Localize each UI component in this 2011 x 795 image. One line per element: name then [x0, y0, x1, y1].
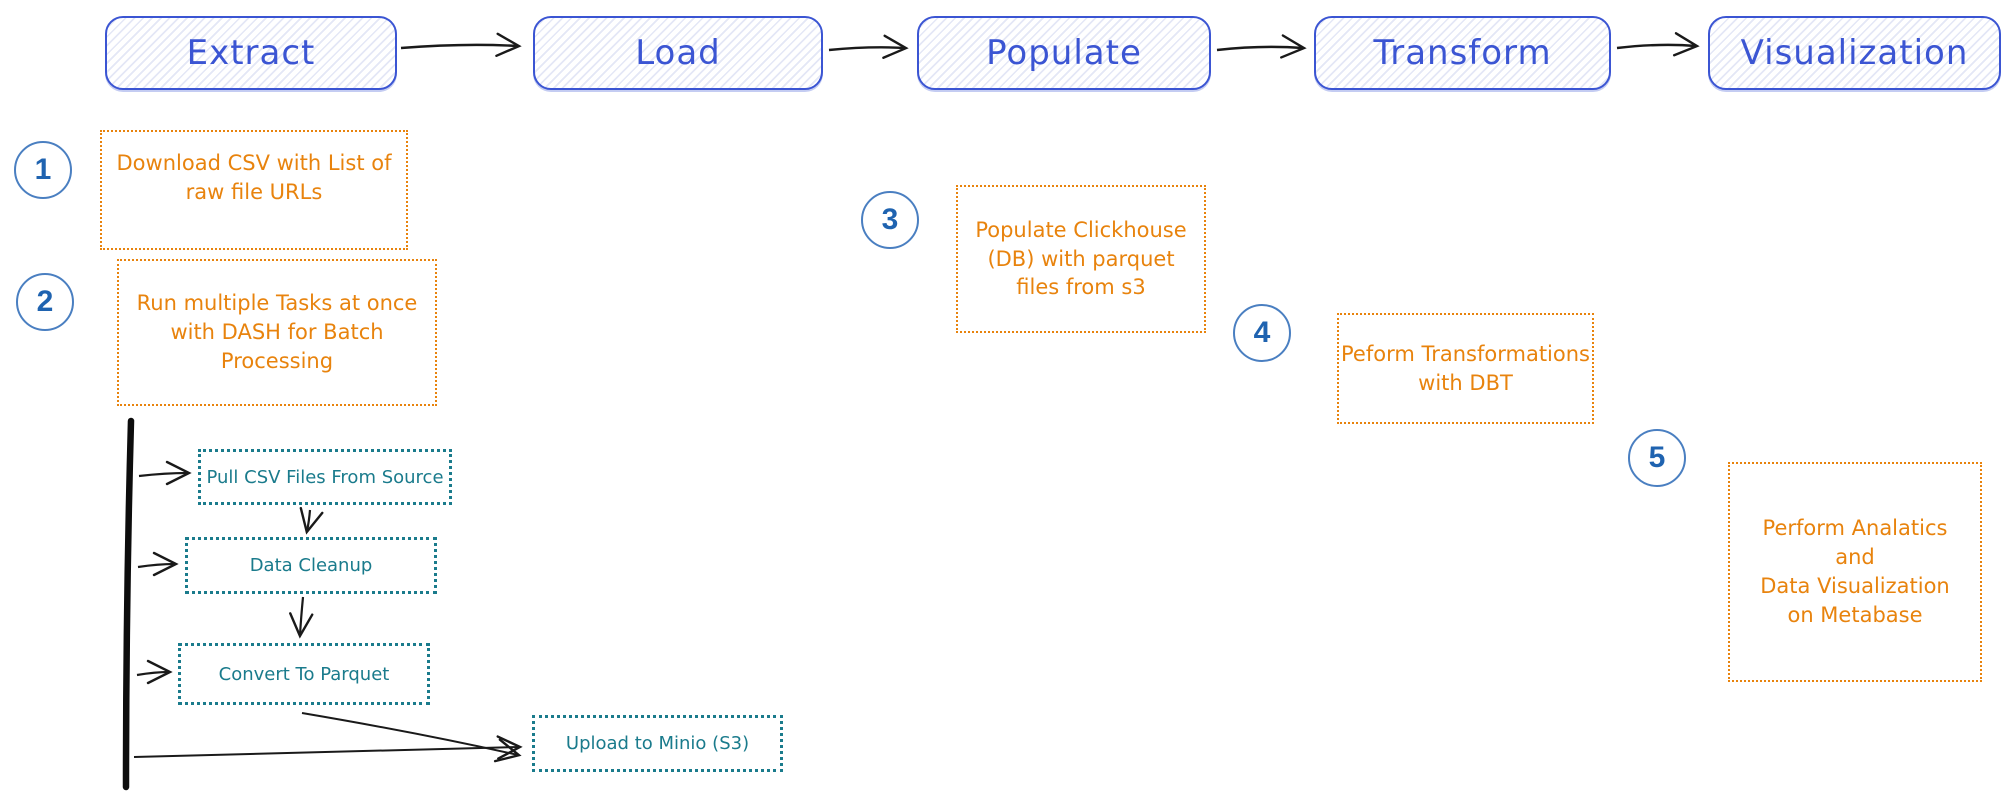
- step-number-1: 1: [34, 153, 52, 186]
- arrow-bar-to-convert-parquet: [136, 659, 173, 685]
- stage-extract: Extract: [105, 16, 397, 90]
- subtask-label-convert-parquet: Convert To Parquet: [218, 663, 390, 685]
- stage-load-label: Load: [635, 33, 721, 73]
- step-text-download-csv: Download CSV with List of raw file URLs: [116, 151, 392, 204]
- arrow-transform-to-visualization: [1616, 32, 1700, 57]
- subtask-label-pull-csv: Pull CSV Files From Source: [206, 466, 444, 488]
- step-box-populate-clickhouse: Populate Clickhouse (DB) with parquet fi…: [956, 185, 1206, 333]
- arrow-extract-to-load: [400, 32, 522, 57]
- stage-transform-label: Transform: [1373, 33, 1552, 73]
- subtask-box-convert-parquet: Convert To Parquet: [178, 643, 430, 705]
- step-circle-3: 3: [861, 191, 919, 249]
- step-circle-4: 4: [1233, 304, 1291, 362]
- step-text-populate-clickhouse: Populate Clickhouse (DB) with parquet fi…: [975, 217, 1187, 300]
- step-text-analytics-metabase: Perform Analatics and Data Visualization…: [1760, 516, 1950, 627]
- step-box-transformations-dbt: Peform Transformations with DBT: [1337, 313, 1594, 424]
- step-box-download-csv: Download CSV with List of raw file URLs: [100, 130, 408, 250]
- step-circle-1: 1: [14, 141, 72, 199]
- arrow-bar-to-pull-csv: [138, 460, 192, 486]
- stage-visualization-label: Visualization: [1740, 33, 1969, 73]
- step-number-4: 4: [1253, 316, 1271, 349]
- stage-load: Load: [533, 16, 823, 90]
- arrow-bar-to-data-cleanup: [137, 551, 179, 577]
- step-number-2: 2: [36, 285, 54, 318]
- batch-bar: [122, 417, 135, 791]
- stage-transform: Transform: [1314, 16, 1611, 90]
- arrow-convert-parquet-to-upload-minio: [301, 712, 522, 763]
- subtask-label-upload-minio: Upload to Minio (S3): [565, 733, 750, 754]
- arrow-populate-to-transform: [1216, 34, 1307, 59]
- stage-extract-label: Extract: [186, 33, 316, 73]
- arrow-pull-csv-to-data-cleanup: [299, 506, 324, 535]
- step-number-5: 5: [1648, 441, 1666, 474]
- stage-populate: Populate: [917, 16, 1211, 90]
- step-box-analytics-metabase: Perform Analatics and Data Visualization…: [1728, 462, 1982, 682]
- stage-visualization: Visualization: [1708, 16, 2001, 90]
- step-text-transformations-dbt: Peform Transformations with DBT: [1341, 341, 1590, 395]
- step-circle-5: 5: [1628, 429, 1686, 487]
- step-box-run-tasks: Run multiple Tasks at once with DASH for…: [117, 259, 437, 406]
- subtask-box-pull-csv: Pull CSV Files From Source: [198, 449, 452, 505]
- arrow-load-to-populate: [828, 34, 909, 59]
- subtask-box-data-cleanup: Data Cleanup: [185, 537, 437, 594]
- step-number-3: 3: [881, 203, 899, 236]
- step-circle-2: 2: [16, 273, 74, 331]
- arrow-data-cleanup-to-convert-parquet: [289, 596, 314, 639]
- arrow-bar-to-upload-minio: [133, 735, 523, 760]
- stage-populate-label: Populate: [986, 33, 1142, 73]
- subtask-box-upload-minio: Upload to Minio (S3): [532, 715, 783, 772]
- subtask-label-data-cleanup: Data Cleanup: [249, 555, 373, 576]
- step-text-run-tasks: Run multiple Tasks at once with DASH for…: [136, 291, 418, 373]
